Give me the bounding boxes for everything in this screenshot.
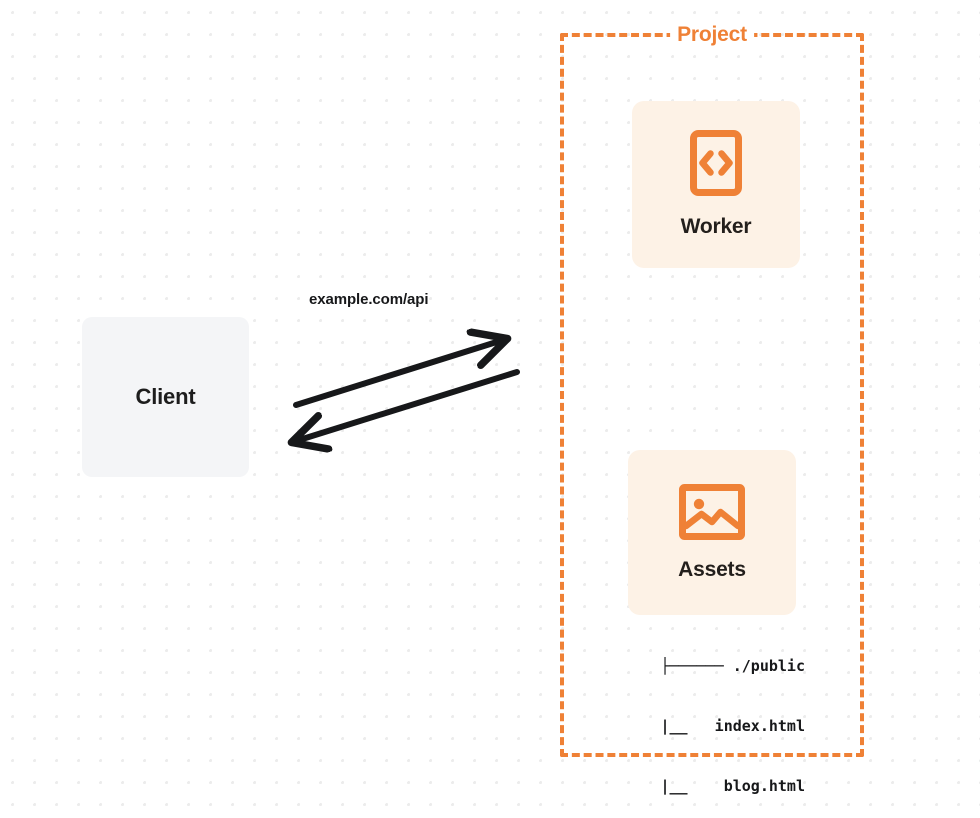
request-arrow: [293, 340, 503, 408]
code-brackets-icon: [690, 130, 742, 201]
project-label: Project: [670, 23, 754, 47]
node-worker-label: Worker: [680, 215, 752, 238]
node-assets[interactable]: Assets: [628, 450, 796, 615]
node-assets-label: Assets: [678, 557, 746, 581]
connection-label: example.com/api: [309, 291, 429, 308]
response-arrow: [296, 369, 520, 441]
image-picture-icon: [679, 483, 745, 545]
node-worker[interactable]: Worker: [632, 101, 800, 268]
node-client-label: Client: [135, 384, 196, 409]
assets-file-tree: ├────── ./public |__ index.html |__ blog…: [600, 616, 805, 818]
node-client[interactable]: Client: [82, 317, 249, 477]
project-boundary: Project: [560, 23, 864, 757]
file-tree-row: |__ blog.html: [615, 777, 805, 795]
file-tree-row: |__ index.html: [615, 717, 805, 735]
file-tree-row: ├────── ./public: [660, 657, 806, 675]
